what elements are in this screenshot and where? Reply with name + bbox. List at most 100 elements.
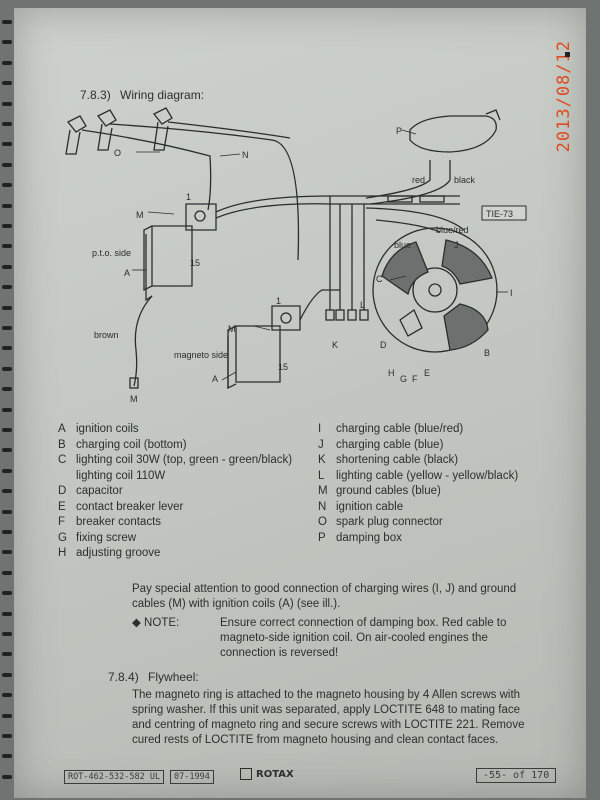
binding-ring [2, 81, 12, 86]
legend-text: ignition cable [336, 500, 404, 513]
flywheel-number: 7.8.4) [108, 670, 139, 684]
ignition-cable-1 [81, 129, 212, 211]
label-M-top: M [136, 210, 144, 220]
label-15-bottom: 15 [278, 362, 288, 372]
label-F: F [412, 374, 418, 384]
legend-key: J [318, 438, 324, 451]
spiral-binding [0, 0, 20, 800]
binding-ring [2, 448, 12, 453]
label-E: E [424, 368, 430, 378]
binding-ring [2, 652, 12, 657]
binding-ring [2, 366, 12, 371]
label-blue: blue [394, 240, 411, 250]
binding-ring [2, 407, 12, 412]
diagram-ref: TIE-73 [486, 209, 513, 219]
rotax-brand: ROTAX [256, 768, 294, 780]
binding-ring [2, 489, 12, 494]
legend-key: H [58, 547, 67, 559]
binding-ring [2, 162, 12, 167]
spark-plug-connector-3 [152, 107, 173, 151]
binding-ring [2, 672, 12, 677]
binding-ring [2, 244, 12, 249]
note-text: Ensure correct connection of damping box… [220, 617, 507, 659]
binding-ring [2, 509, 12, 514]
legend-text: spark plug connector [336, 516, 443, 528]
label-1-top: 1 [186, 192, 191, 202]
binding-ring [2, 183, 12, 188]
legend-key: O [318, 516, 327, 528]
legend-row: lighting coil 110W [58, 469, 292, 485]
binding-ring [2, 305, 12, 310]
binding-ring [2, 60, 12, 65]
attention-paragraph: Pay special attention to good connection… [132, 583, 517, 610]
binding-ring [2, 326, 12, 330]
rotax-emblem-icon [240, 768, 252, 780]
corner-mark [565, 52, 570, 57]
binding-ring [2, 387, 12, 392]
legend-text: shortening cable (black) [336, 454, 459, 466]
legend-text: capacitor [76, 485, 123, 497]
page-number: -55- of 170 [476, 768, 557, 783]
section-number: 7.8.3) [80, 88, 111, 102]
label-J: J [454, 240, 459, 250]
doc-code: ROT-462-532-582 UL [64, 770, 165, 784]
legend-text: fixing screw [76, 531, 137, 544]
label-G: G [400, 374, 407, 384]
legend-key: G [58, 531, 67, 544]
binding-ring [2, 774, 12, 779]
binding-ring [2, 40, 12, 45]
binding-ring [2, 570, 12, 575]
magneto-ignition-coil [227, 325, 281, 390]
label-15-top: 15 [190, 258, 200, 268]
binding-ring [2, 550, 12, 555]
label-O: O [114, 148, 121, 158]
legend-key: M [318, 485, 328, 497]
spark-plug-connector-2 [96, 109, 117, 151]
binding-ring [2, 713, 12, 718]
legend-key: E [58, 500, 66, 513]
legend-key: F [58, 516, 66, 528]
legend-key: B [58, 438, 66, 451]
flywheel-title: Flywheel: [148, 670, 199, 684]
binding-ring [2, 591, 12, 596]
label-magneto-side: magneto side [174, 350, 228, 360]
wiring-diagram: TIE-73 O N P 1 M p.t.o. side 15 A 1 M br… [65, 107, 527, 404]
binding-ring [2, 142, 12, 147]
label-brown: brown [94, 330, 119, 340]
binding-ring [2, 20, 12, 24]
legend-key: A [58, 423, 66, 435]
label-A-bottom: A [212, 374, 218, 384]
note-label: ◆ NOTE: [132, 617, 180, 629]
legend-text: charging coil (bottom) [76, 438, 187, 451]
label-C: C [376, 274, 383, 284]
binding-ring [2, 611, 12, 616]
legend-key: D [58, 485, 67, 497]
legend-text: lighting cable (yellow - yellow/black) [336, 469, 519, 482]
binding-ring [2, 224, 12, 228]
legend-text: contact breaker lever [76, 500, 184, 513]
binding-ring [2, 203, 12, 208]
label-A-top: A [124, 268, 130, 278]
binding-ring [2, 101, 12, 106]
binding-ring [2, 530, 12, 534]
ignition-cable-2 [109, 123, 300, 261]
legend-key [58, 469, 76, 485]
label-pto-side: p.t.o. side [92, 248, 131, 258]
date-code: 07-1994 [170, 770, 214, 784]
binding-ring [2, 734, 12, 738]
